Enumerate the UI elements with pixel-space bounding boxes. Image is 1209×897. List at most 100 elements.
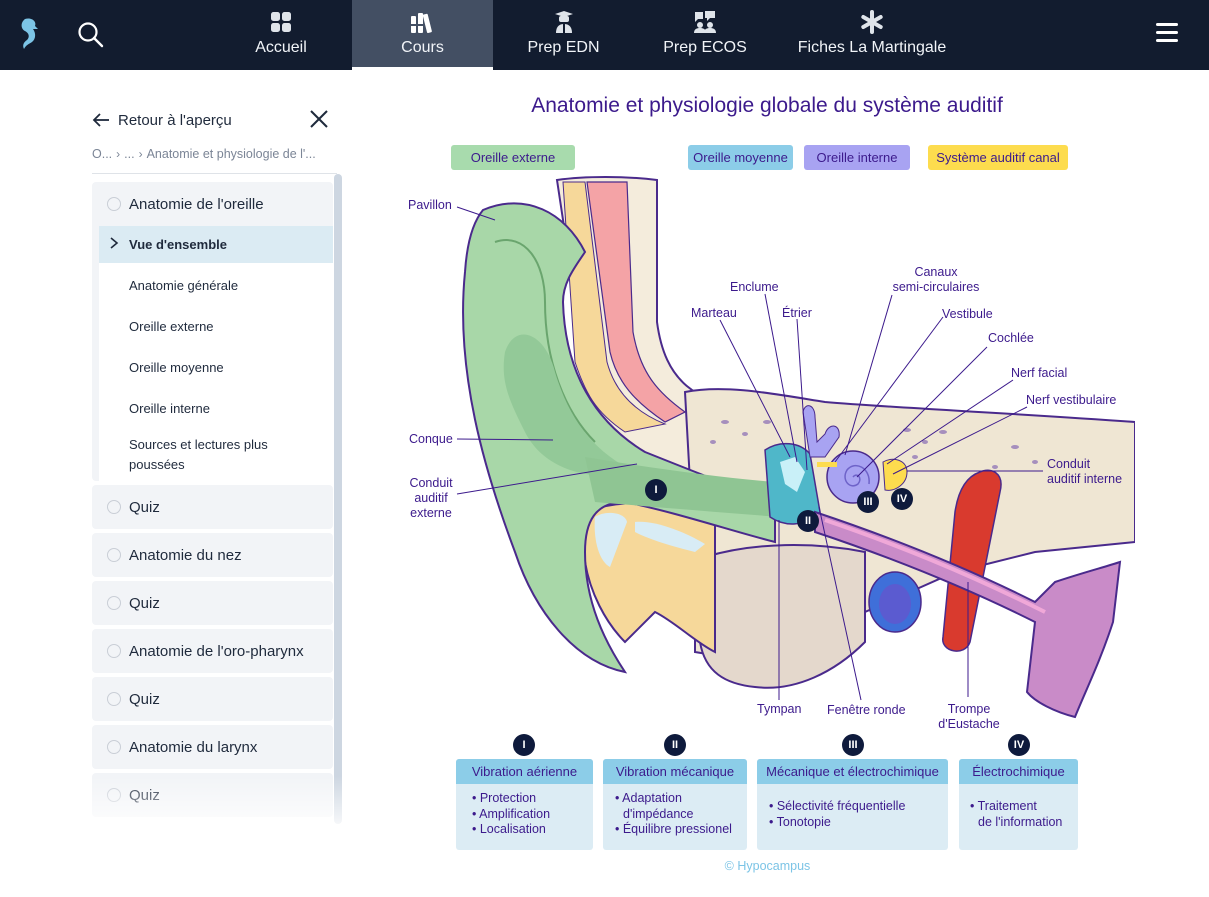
lesson-item[interactable]: Anatomie générale bbox=[99, 265, 333, 306]
lesson-item-active[interactable]: Vue d'ensemble bbox=[99, 226, 333, 263]
chapter-title: Quiz bbox=[129, 690, 160, 708]
lesson-item[interactable]: Oreille interne bbox=[99, 388, 333, 429]
cartilage bbox=[594, 512, 627, 567]
progress-radio-icon bbox=[107, 197, 121, 211]
nav-tab-fiches-la-martingale[interactable]: Fiches La Martingale bbox=[776, 0, 968, 70]
stage-card: Électrochimique • Traitement de l'inform… bbox=[959, 759, 1078, 850]
figure-title: Anatomie et physiologie globale du systè… bbox=[531, 94, 1003, 117]
hamburger-menu-icon[interactable] bbox=[1156, 23, 1178, 43]
lesson-label: Vue d'ensemble bbox=[129, 237, 227, 252]
ear-anatomy-illustration bbox=[456, 176, 1135, 719]
fat-layer bbox=[562, 181, 667, 433]
lesson-label: Oreille externe bbox=[129, 319, 214, 334]
stage-card: Mécanique et électrochimique • Sélectivi… bbox=[757, 759, 948, 850]
semicircular-canals bbox=[802, 405, 840, 458]
label-fenetre-ronde: Fenêtre ronde bbox=[827, 703, 906, 717]
breadcrumb-item[interactable]: O... bbox=[92, 147, 113, 161]
chapter-section[interactable]: Quiz bbox=[92, 581, 333, 625]
label-nerf-facial: Nerf facial bbox=[1011, 366, 1068, 380]
chapter-title: Quiz bbox=[129, 594, 160, 612]
lesson-label: Oreille moyenne bbox=[129, 360, 224, 375]
chapter-section[interactable]: Anatomie de l'oro-pharynx bbox=[92, 629, 333, 673]
label-pavillon: Pavillon bbox=[408, 198, 452, 212]
chapter-title: Quiz bbox=[129, 498, 160, 516]
card-title: Vibration mécanique bbox=[603, 759, 747, 784]
badge-stage-2: II bbox=[797, 510, 819, 532]
label-nerf-vestibulaire: Nerf vestibulaire bbox=[1026, 393, 1117, 407]
grid-icon bbox=[268, 9, 294, 35]
asterisk-icon bbox=[859, 9, 885, 35]
top-navigation-bar: Accueil Cours Prep EDN Prep ECOS Fiches … bbox=[0, 0, 1209, 70]
legend-oreille-interne: Oreille interne bbox=[804, 145, 910, 170]
chapter-title: Anatomie de l'oreille bbox=[129, 195, 264, 213]
ossicles bbox=[780, 457, 805, 492]
nav-tab-prep-ecos[interactable]: Prep ECOS bbox=[634, 0, 776, 70]
stage-card: Vibration aérienne • Protection • Amplif… bbox=[456, 759, 593, 850]
card-body: • Adaptation d'impédance • Équilibre pre… bbox=[615, 791, 732, 836]
nav-tab-prep-edn[interactable]: Prep EDN bbox=[493, 0, 634, 70]
oval-window-link bbox=[817, 462, 837, 467]
lesson-label: Anatomie générale bbox=[129, 278, 239, 293]
concha bbox=[503, 334, 635, 476]
chapter-title: Anatomie du nez bbox=[129, 546, 242, 564]
lesson-item[interactable]: Oreille externe bbox=[99, 306, 333, 347]
progress-radio-icon bbox=[107, 644, 121, 658]
chat-users-icon bbox=[692, 9, 718, 35]
label-conque: Conque bbox=[409, 432, 453, 446]
card-body: • Sélectivité fréquentielle • Tonotopie bbox=[769, 799, 906, 829]
badge-stage-3: III bbox=[857, 491, 879, 513]
lesson-item[interactable]: Sources et lectures plus poussées bbox=[99, 429, 333, 481]
leader-lines bbox=[456, 206, 1043, 701]
label-vestibule: Vestibule bbox=[942, 307, 993, 321]
cartilage bbox=[635, 521, 705, 552]
card-body: • Protection • Amplification • Localisat… bbox=[472, 791, 551, 836]
nav-tab-accueil[interactable]: Accueil bbox=[210, 0, 352, 70]
label-etrier: Étrier bbox=[782, 306, 812, 320]
label-tympan: Tympan bbox=[757, 702, 802, 716]
search-icon[interactable] bbox=[76, 20, 106, 50]
chapter-header[interactable]: Anatomie de l'oreille bbox=[92, 182, 333, 226]
external-auditory-canal bbox=[585, 457, 780, 517]
nav-tab-cours[interactable]: Cours bbox=[352, 0, 493, 70]
card-badge: II bbox=[664, 734, 686, 756]
nav-label: Prep EDN bbox=[527, 39, 600, 56]
eustachian-tube bbox=[814, 510, 1122, 719]
breadcrumb-item[interactable]: ... bbox=[124, 147, 135, 161]
chapter-section[interactable]: Quiz bbox=[92, 485, 333, 529]
lesson-list: Vue d'ensemble Anatomie générale Oreille… bbox=[99, 226, 333, 481]
label-enclume: Enclume bbox=[730, 280, 779, 294]
chapter-section[interactable]: Quiz bbox=[92, 677, 333, 721]
breadcrumb: O... › ... › Anatomie et physiologie de … bbox=[92, 147, 337, 161]
nav-label: Prep ECOS bbox=[663, 39, 747, 56]
internal-auditory-canal bbox=[882, 458, 908, 491]
progress-radio-icon bbox=[107, 740, 121, 754]
seahorse-logo-icon[interactable] bbox=[16, 17, 44, 51]
list-fade-overlay bbox=[92, 776, 342, 846]
lesson-item[interactable]: Oreille moyenne bbox=[99, 347, 333, 388]
arrow-left-icon bbox=[92, 113, 109, 127]
back-to-overview-link[interactable]: Retour à l'aperçu bbox=[92, 108, 332, 132]
card-body: • Traitement de l'information bbox=[970, 799, 1063, 829]
chapter-section[interactable]: Anatomie du nez bbox=[92, 533, 333, 577]
card-title: Mécanique et électrochimique bbox=[757, 759, 948, 784]
progress-radio-icon bbox=[107, 548, 121, 562]
sidebar-scrollbar[interactable] bbox=[334, 174, 342, 824]
legend-oreille-moyenne: Oreille moyenne bbox=[688, 145, 793, 170]
muscle-layer bbox=[586, 181, 687, 423]
card-badge: IV bbox=[1008, 734, 1030, 756]
breadcrumb-item[interactable]: Anatomie et physiologie de l'... bbox=[146, 147, 316, 161]
badge-stage-4: IV bbox=[891, 488, 913, 510]
chapter-list: Anatomie de l'oreille Vue d'ensemble Ana… bbox=[92, 182, 333, 821]
books-icon bbox=[410, 9, 436, 35]
copyright: © Hypocampus bbox=[724, 859, 811, 873]
graduate-icon bbox=[551, 9, 577, 35]
back-label: Retour à l'aperçu bbox=[118, 111, 232, 129]
chevron-right-icon: › bbox=[138, 147, 143, 161]
close-icon[interactable] bbox=[308, 108, 330, 130]
chapter-section[interactable]: Anatomie du larynx bbox=[92, 725, 333, 769]
nav-label: Cours bbox=[401, 39, 444, 56]
chapter-section: Anatomie de l'oreille Vue d'ensemble Ana… bbox=[92, 182, 333, 481]
divider bbox=[92, 173, 337, 174]
